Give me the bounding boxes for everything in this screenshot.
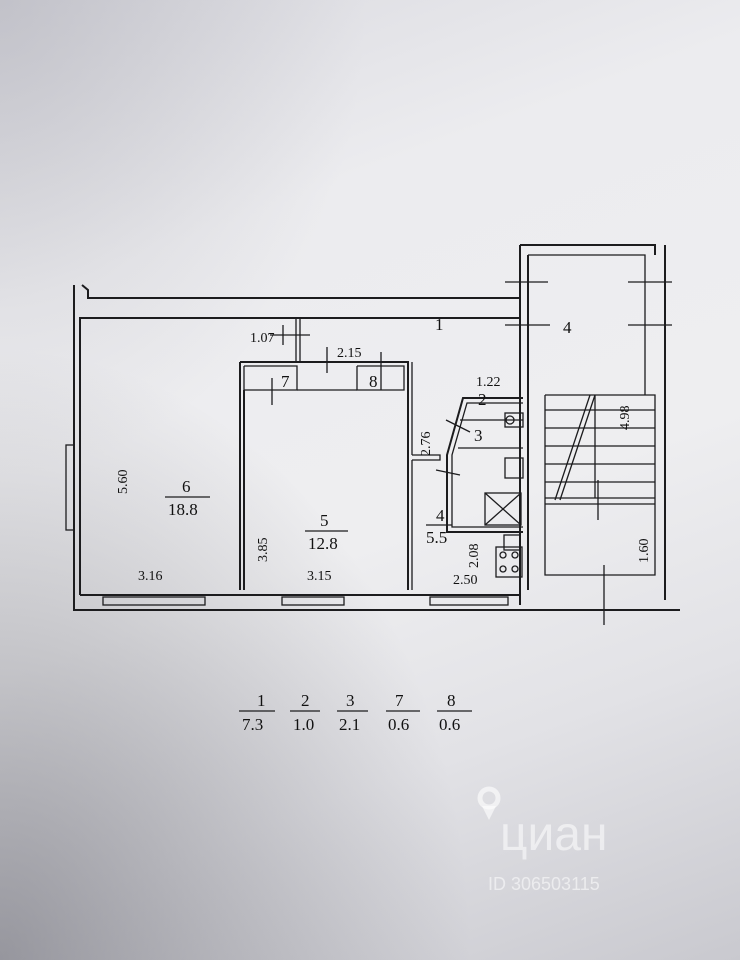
room-6-area: 18.8 xyxy=(168,500,198,519)
window-room-6 xyxy=(102,596,206,606)
legend-3-number: 3 xyxy=(346,691,355,710)
stove-icon xyxy=(495,546,523,578)
dim-room5-width: 3.15 xyxy=(307,569,332,584)
legend-7-area: 0.6 xyxy=(388,715,409,734)
dim-room6-width: 3.16 xyxy=(138,569,163,584)
stairs xyxy=(545,394,655,501)
room-3-number: 3 xyxy=(474,426,483,445)
legend-7-number: 7 xyxy=(395,691,404,710)
legend-1-number: 1 xyxy=(257,691,266,710)
dim-closets: 2.15 xyxy=(337,346,362,361)
toilet-bowl-icon xyxy=(505,415,515,425)
dim-corridor-length: 2.76 xyxy=(419,432,434,457)
room-8-number: 8 xyxy=(369,372,378,391)
legend-8-area: 0.6 xyxy=(439,715,460,734)
dim-kitchen-width: 2.50 xyxy=(453,573,478,588)
legend-2-area: 1.0 xyxy=(293,715,314,734)
legend-8-number: 8 xyxy=(447,691,456,710)
window-kitchen xyxy=(429,596,509,606)
watermark-id: ID 306503115 xyxy=(488,874,600,894)
dim-corridor-door: 1.07 xyxy=(250,331,275,346)
watermark-brand: циан xyxy=(500,808,608,861)
dim-bath-width: 1.22 xyxy=(476,375,501,390)
room-2-number: 2 xyxy=(478,390,487,409)
room-6-number: 6 xyxy=(182,477,191,496)
sink-icon xyxy=(503,534,521,551)
area-legend: 1 7.3 2 1.0 3 2.1 7 0.6 8 0.6 xyxy=(239,691,472,734)
legend-1-area: 7.3 xyxy=(242,715,263,734)
dim-room5-height: 3.85 xyxy=(256,538,271,563)
toilet-icon xyxy=(504,412,524,428)
watermark: циан ID 306503115 xyxy=(477,786,608,894)
room-5-number: 5 xyxy=(320,511,329,530)
legend-3-area: 2.1 xyxy=(339,715,360,734)
location-pin-icon xyxy=(477,786,501,820)
fixtures xyxy=(484,412,524,578)
room-1-number: 1 xyxy=(435,315,444,334)
room-labels: 1 2 3 4 5.5 5 12.8 6 18.8 7 8 4 xyxy=(165,315,572,553)
dim-room6-height: 5.60 xyxy=(116,470,131,495)
room-7-number: 7 xyxy=(281,372,290,391)
walls xyxy=(65,244,680,611)
doors xyxy=(270,281,672,625)
shower-tray-icon xyxy=(484,492,522,526)
window-left xyxy=(65,444,75,531)
room-4-area: 5.5 xyxy=(426,528,447,547)
stairwell-number: 4 xyxy=(563,318,572,337)
dimension-labels: 5.60 3.16 3.15 2.50 3.85 1.07 2.15 1.22 … xyxy=(116,331,652,588)
dim-landing: 1.60 xyxy=(637,539,652,564)
window-room-5 xyxy=(281,596,345,606)
washbasin-icon xyxy=(504,457,524,479)
dim-stair-length: 4.98 xyxy=(618,406,633,431)
legend-2-number: 2 xyxy=(301,691,310,710)
room-5-area: 12.8 xyxy=(308,534,338,553)
dim-kitchen-height: 2.08 xyxy=(467,544,482,569)
room-4-number: 4 xyxy=(436,506,445,525)
